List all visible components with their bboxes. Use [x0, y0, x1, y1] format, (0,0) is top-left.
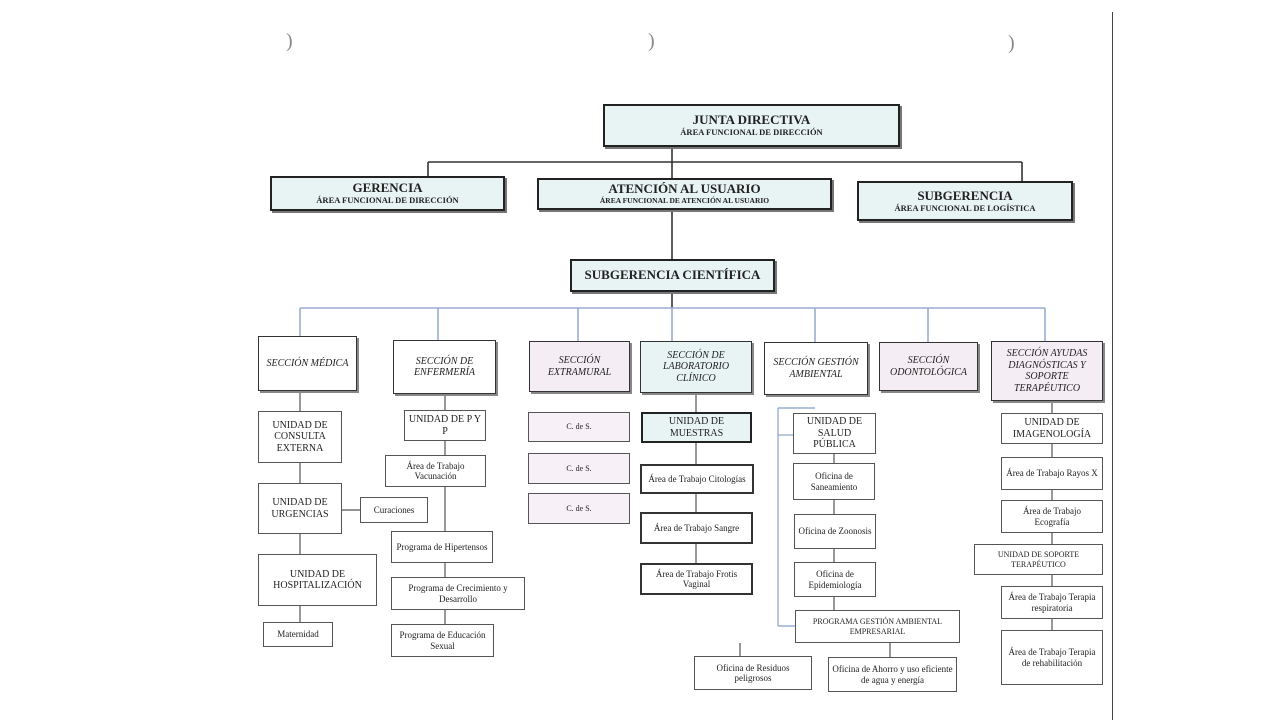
- oficina-residuos: Oficina de Residuos peligrosos: [694, 656, 812, 690]
- gerencia-title: GERENCIA: [352, 180, 423, 196]
- centro-salud-3: C. de S.: [528, 493, 630, 524]
- programa-crecimiento: Programa de Crecimiento y Desarrollo: [391, 577, 525, 610]
- programa-gestion-ambiental: PROGRAMA GESTIÓN AMBIENTAL EMPRESARIAL: [795, 610, 960, 643]
- area-citologias: Área de Trabajo Citologías: [640, 464, 754, 494]
- junta-directiva-box: JUNTA DIRECTIVA ÁREA FUNCIONAL DE DIRECC…: [603, 104, 900, 147]
- subgerencia-cientifica-box: SUBGERENCIA CIENTÍFICA: [570, 259, 775, 292]
- seccion-ayudas-label: SECCIÓN AYUDAS DIAGNÓSTICAS Y SOPORTE TE…: [1006, 348, 1088, 394]
- unidad-muestras-label: UNIDAD DE MUESTRAS: [668, 416, 725, 439]
- area-sangre-label: Área de Trabajo Sangre: [653, 522, 740, 533]
- unidad-urgencias: UNIDAD DE URGENCIAS: [258, 483, 342, 534]
- area-ecografia-label: Área de Trabajo Ecografía: [1023, 506, 1081, 527]
- seccion-medica-label: SECCIÓN MÉDICA: [266, 357, 349, 369]
- oficina-residuos-label: Oficina de Residuos peligrosos: [716, 662, 790, 683]
- seccion-laboratorio: SECCIÓN DE LABORATORIO CLÍNICO: [640, 341, 752, 393]
- seccion-enfermeria-label: SECCIÓN DE ENFERMERÍA: [413, 355, 476, 379]
- seccion-gestion-label: SECCIÓN GESTIÓN AMBIENTAL: [773, 357, 859, 380]
- vacunacion-box: Área de Trabajo Vacunación: [385, 455, 486, 487]
- seccion-extramural: SECCIÓN EXTRAMURAL: [529, 341, 630, 392]
- maternidad-label: Maternidad: [277, 629, 319, 640]
- scan-mark: ): [1008, 32, 1015, 54]
- oficina-zoonosis: Oficina de Zoonosis: [794, 514, 876, 549]
- area-citologias-label: Área de Trabajo Citologías: [648, 473, 746, 484]
- area-respiratoria-label: Área de Trabajo Terapia respiratoria: [1008, 592, 1096, 613]
- area-sangre: Área de Trabajo Sangre: [640, 512, 753, 544]
- oficina-epidemiologia-label: Oficina de Epidemiología: [808, 569, 862, 590]
- area-rayos-x: Área de Trabajo Rayos X: [1001, 457, 1103, 490]
- area-rayos-label: Área de Trabajo Rayos X: [1006, 468, 1098, 479]
- maternidad-box: Maternidad: [263, 622, 333, 647]
- unidad-soporte-label: UNIDAD DE SOPORTE TERAPÉUTICO: [997, 550, 1080, 569]
- junta-sub: ÁREA FUNCIONAL DE DIRECCIÓN: [680, 127, 823, 138]
- oficina-ahorro: Oficina de Ahorro y uso eficiente de agu…: [828, 657, 957, 692]
- unidad-imagenologia-label: UNIDAD DE IMAGENOLOGÍA: [1012, 417, 1092, 440]
- subgerencia-title: SUBGERENCIA: [917, 187, 1013, 203]
- seccion-laboratorio-label: SECCIÓN DE LABORATORIO CLÍNICO: [662, 349, 730, 384]
- area-rehabilitacion-label: Área de Trabajo Terapia de rehabilitació…: [1008, 647, 1096, 668]
- atencion-sub: ÁREA FUNCIONAL DE ATENCIÓN AL USUARIO: [599, 196, 770, 206]
- centro-salud-2-label: C. de S.: [566, 463, 592, 473]
- unidad-consulta-label: UNIDAD DE CONSULTA EXTERNA: [272, 419, 328, 454]
- centro-salud-1: C. de S.: [528, 412, 630, 442]
- cientifica-title: SUBGERENCIA CIENTÍFICA: [584, 267, 761, 283]
- programa-crecimiento-label: Programa de Crecimiento y Desarrollo: [408, 583, 508, 604]
- unidad-salud-publica: UNIDAD DE SALUD PÚBLICA: [793, 413, 876, 454]
- unidad-hospitalizacion: UNIDAD DE HOSPITALIZACIÓN: [258, 554, 377, 606]
- vacunacion-label: Área de Trabajo Vacunación: [406, 460, 465, 481]
- programa-educacion-sexual: Programa de Educación Sexual: [391, 624, 494, 657]
- unidad-muestras: UNIDAD DE MUESTRAS: [641, 412, 752, 443]
- unidad-hospitalizacion-label: UNIDAD DE HOSPITALIZACIÓN: [273, 568, 362, 592]
- unidad-soporte-terapeutico: UNIDAD DE SOPORTE TERAPÉUTICO: [974, 544, 1103, 575]
- curaciones-box: Curaciones: [360, 497, 428, 523]
- seccion-medica: SECCIÓN MÉDICA: [258, 336, 357, 391]
- oficina-saneamiento-label: Oficina de Saneamiento: [810, 471, 858, 492]
- oficina-epidemiologia: Oficina de Epidemiología: [794, 562, 876, 597]
- gerencia-box: GERENCIA ÁREA FUNCIONAL DE DIRECCIÓN: [270, 176, 505, 211]
- seccion-ayudas-diagnosticas: SECCIÓN AYUDAS DIAGNÓSTICAS Y SOPORTE TE…: [991, 341, 1103, 401]
- unidad-pyp: UNIDAD DE P Y P: [404, 410, 486, 441]
- curaciones-label: Curaciones: [373, 504, 415, 515]
- programa-gestion-label: PROGRAMA GESTIÓN AMBIENTAL EMPRESARIAL: [812, 617, 943, 636]
- oficina-ahorro-label: Oficina de Ahorro y uso eficiente de agu…: [832, 664, 953, 685]
- unidad-consulta-externa: UNIDAD DE CONSULTA EXTERNA: [258, 411, 342, 463]
- gerencia-sub: ÁREA FUNCIONAL DE DIRECCIÓN: [316, 195, 459, 206]
- oficina-saneamiento: Oficina de Saneamiento: [793, 463, 875, 500]
- unidad-imagenologia: UNIDAD DE IMAGENOLOGÍA: [1001, 413, 1103, 444]
- oficina-zoonosis-label: Oficina de Zoonosis: [798, 526, 872, 537]
- centro-salud-1-label: C. de S.: [566, 422, 592, 432]
- seccion-extramural-label: SECCIÓN EXTRAMURAL: [547, 355, 612, 378]
- centro-salud-3-label: C. de S.: [566, 503, 592, 513]
- seccion-enfermeria: SECCIÓN DE ENFERMERÍA: [393, 340, 496, 394]
- scan-mark: ): [648, 30, 655, 52]
- unidad-urgencias-label: UNIDAD DE URGENCIAS: [271, 497, 329, 520]
- area-frotis-label: Área de Trabajo Frotis Vaginal: [655, 568, 738, 589]
- programa-hipertensos: Programa de Hipertensos: [391, 531, 493, 563]
- scan-mark: ): [286, 30, 293, 52]
- atencion-title: ATENCIÓN AL USUARIO: [608, 181, 761, 197]
- programa-hipertensos-label: Programa de Hipertensos: [396, 541, 488, 552]
- area-frotis-vaginal: Área de Trabajo Frotis Vaginal: [640, 563, 753, 595]
- area-ecografia: Área de Trabajo Ecografía: [1001, 500, 1103, 533]
- unidad-salud-label: UNIDAD DE SALUD PÚBLICA: [806, 416, 863, 451]
- page-edge-line: [1112, 12, 1113, 720]
- subgerencia-box: SUBGERENCIA ÁREA FUNCIONAL DE LOGÍSTICA: [857, 181, 1073, 221]
- unidad-pyp-label: UNIDAD DE P Y P: [408, 414, 482, 437]
- subgerencia-sub: ÁREA FUNCIONAL DE LOGÍSTICA: [894, 202, 1036, 213]
- atencion-usuario-box: ATENCIÓN AL USUARIO ÁREA FUNCIONAL DE AT…: [537, 178, 832, 210]
- area-terapia-rehabilitacion: Área de Trabajo Terapia de rehabilitació…: [1001, 630, 1103, 685]
- junta-title: JUNTA DIRECTIVA: [692, 112, 811, 128]
- centro-salud-2: C. de S.: [528, 453, 630, 484]
- seccion-odontologica-label: SECCIÓN ODONTOLÓGICA: [889, 355, 968, 378]
- programa-educacion-label: Programa de Educación Sexual: [399, 630, 486, 651]
- seccion-odontologica: SECCIÓN ODONTOLÓGICA: [879, 342, 978, 391]
- seccion-gestion-ambiental: SECCIÓN GESTIÓN AMBIENTAL: [764, 342, 868, 395]
- area-terapia-respiratoria: Área de Trabajo Terapia respiratoria: [1001, 586, 1103, 619]
